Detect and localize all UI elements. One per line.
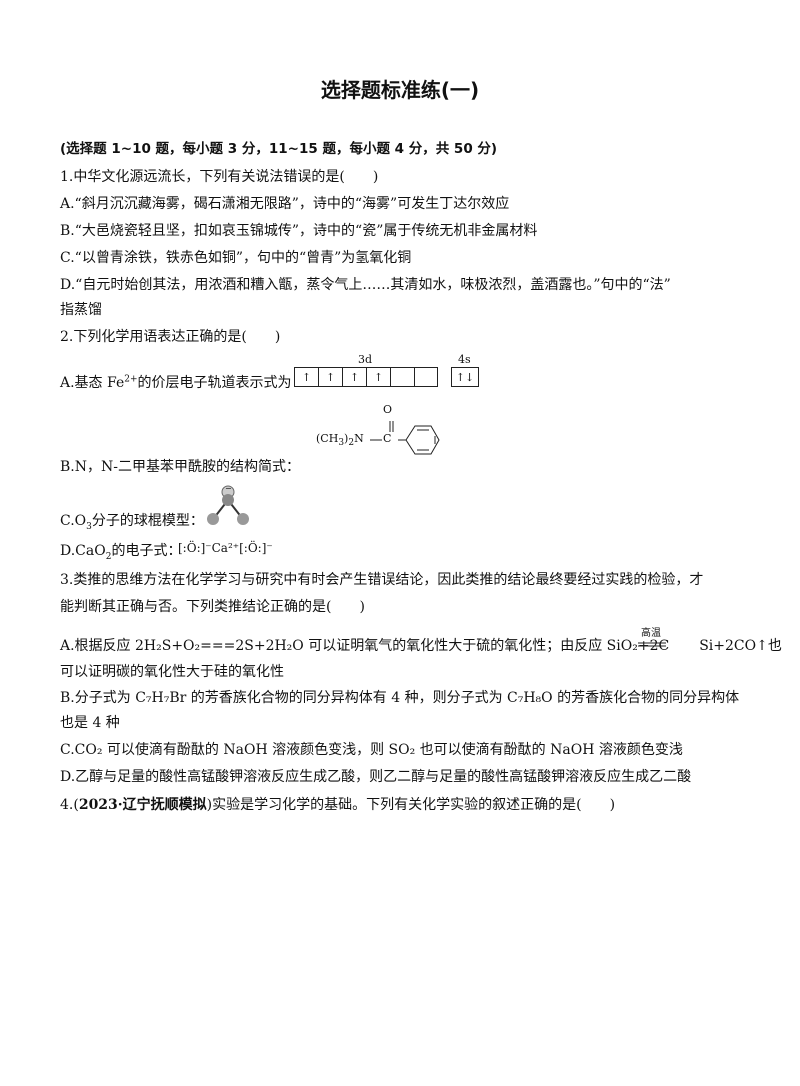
q3-option-d: D.乙醇与足量的酸性高锰酸钾溶液反应生成乙酸，则乙二醇与足量的酸性高锰酸钾溶液反… [60, 769, 692, 785]
q3-option-a-line1: A.根据反应 2H₂S+O₂===2S+2H₂O 可以证明氧气的氧化性大于硫的氧… [60, 638, 782, 654]
orbital-diagram-3d: ↑ ↑ ↑ ↑ [294, 367, 438, 387]
cao2-electron-formula: [:Ö:]⁻Ca²⁺[:Ö:]⁻ [178, 541, 273, 555]
q3-stem-line2: 能判断其正确与否。下列类推结论正确的是( ) [60, 599, 365, 615]
ozone-ball-stick-icon: − [207, 484, 249, 525]
q1-option-c: C.“以曾青涂铁，铁赤色如铜”，句中的“曾青”为氢氧化铜 [60, 250, 412, 266]
orbital-3d-6 [414, 367, 438, 387]
q3-option-c: C.CO₂ 可以使滴有酚酞的 NaOH 溶液颜色变浅，则 SO₂ 也可以使滴有酚… [60, 742, 683, 758]
q1-option-a: A.“斜月沉沉藏海雾，碣石潇湘无限路”，诗中的“海雾”可发生丁达尔效应 [60, 196, 510, 212]
q2-option-a: A.基态 Fe2+的价层电子轨道表示式为 [60, 374, 292, 392]
orbital-3d-2: ↑ [318, 367, 342, 387]
q1-stem: 1.中华文化源远流长，下列有关说法错误的是( ) [60, 169, 379, 185]
amide-nme2-group: (CH3)2N [316, 432, 364, 449]
q1-option-d-line1: D.“自元时始创其法，用浓酒和糟入甑，蒸令气上……其清如水，味极浓烈，盖酒露也。… [60, 277, 671, 293]
page-title: 选择题标准练(一) [320, 78, 480, 102]
reaction-arrow-icon [638, 642, 666, 647]
orbital-3d-3: ↑ [342, 367, 366, 387]
amide-carbon: C [383, 432, 392, 445]
q3-stem-line1: 3.类推的思维方法在化学学习与研究中有时会产生错误结论，因此类推的结论最终要经过… [60, 572, 704, 588]
q2-option-d: D.CaO2的电子式： [60, 543, 182, 562]
q1-option-b: B.“大邑烧瓷轻且坚，扣如哀玉锦城传”，诗中的“瓷”属于传统无机非金属材料 [60, 223, 538, 239]
orbital-diagram-4s: ↑↓ [451, 367, 479, 387]
q2-option-c: C.O3分子的球棍模型： [60, 513, 204, 532]
q2-a-prefix: A.基态 Fe [60, 375, 125, 391]
instructions: (选择题 1~10 题，每小题 3 分，11~15 题，每小题 4 分，共 50… [60, 141, 498, 157]
orbital-3d-5 [390, 367, 414, 387]
condition-high-temp: 高温 [641, 628, 661, 639]
orbital-3d-1: ↑ [294, 367, 318, 387]
q2-a-suffix: 的价层电子轨道表示式为 [137, 375, 292, 391]
q3-option-a-line2: 可以证明碳的氧化性大于硅的氧化性 [60, 664, 284, 680]
orbital-3d-4: ↑ [366, 367, 390, 387]
q2-a-charge: 2+ [124, 374, 138, 385]
q1-option-d-line2: 指蒸馏 [60, 302, 102, 318]
amide-oxygen: O [383, 403, 393, 416]
orbital-label-3d: 3d [358, 353, 373, 366]
q4-source: 2023·辽宁抚顺模拟 [78, 797, 207, 813]
benzamide-structure-icon [370, 421, 440, 455]
orbital-label-4s: 4s [458, 353, 471, 366]
svg-text:−: − [225, 484, 232, 493]
q3-option-b-line2: 也是 4 种 [60, 715, 120, 731]
q3-option-b-line1: B.分子式为 C₇H₇Br 的芳香族化合物的同分异构体有 4 种，则分子式为 C… [60, 690, 740, 706]
q4-stem: 4.(2023·辽宁抚顺模拟)实验是学习化学的基础。下列有关化学实验的叙述正确的… [60, 797, 616, 813]
orbital-4s-1: ↑↓ [451, 367, 479, 387]
q2-option-b: B.N，N-二甲基苯甲酰胺的结构简式： [60, 459, 300, 475]
q2-stem: 2.下列化学用语表达正确的是( ) [60, 329, 281, 345]
